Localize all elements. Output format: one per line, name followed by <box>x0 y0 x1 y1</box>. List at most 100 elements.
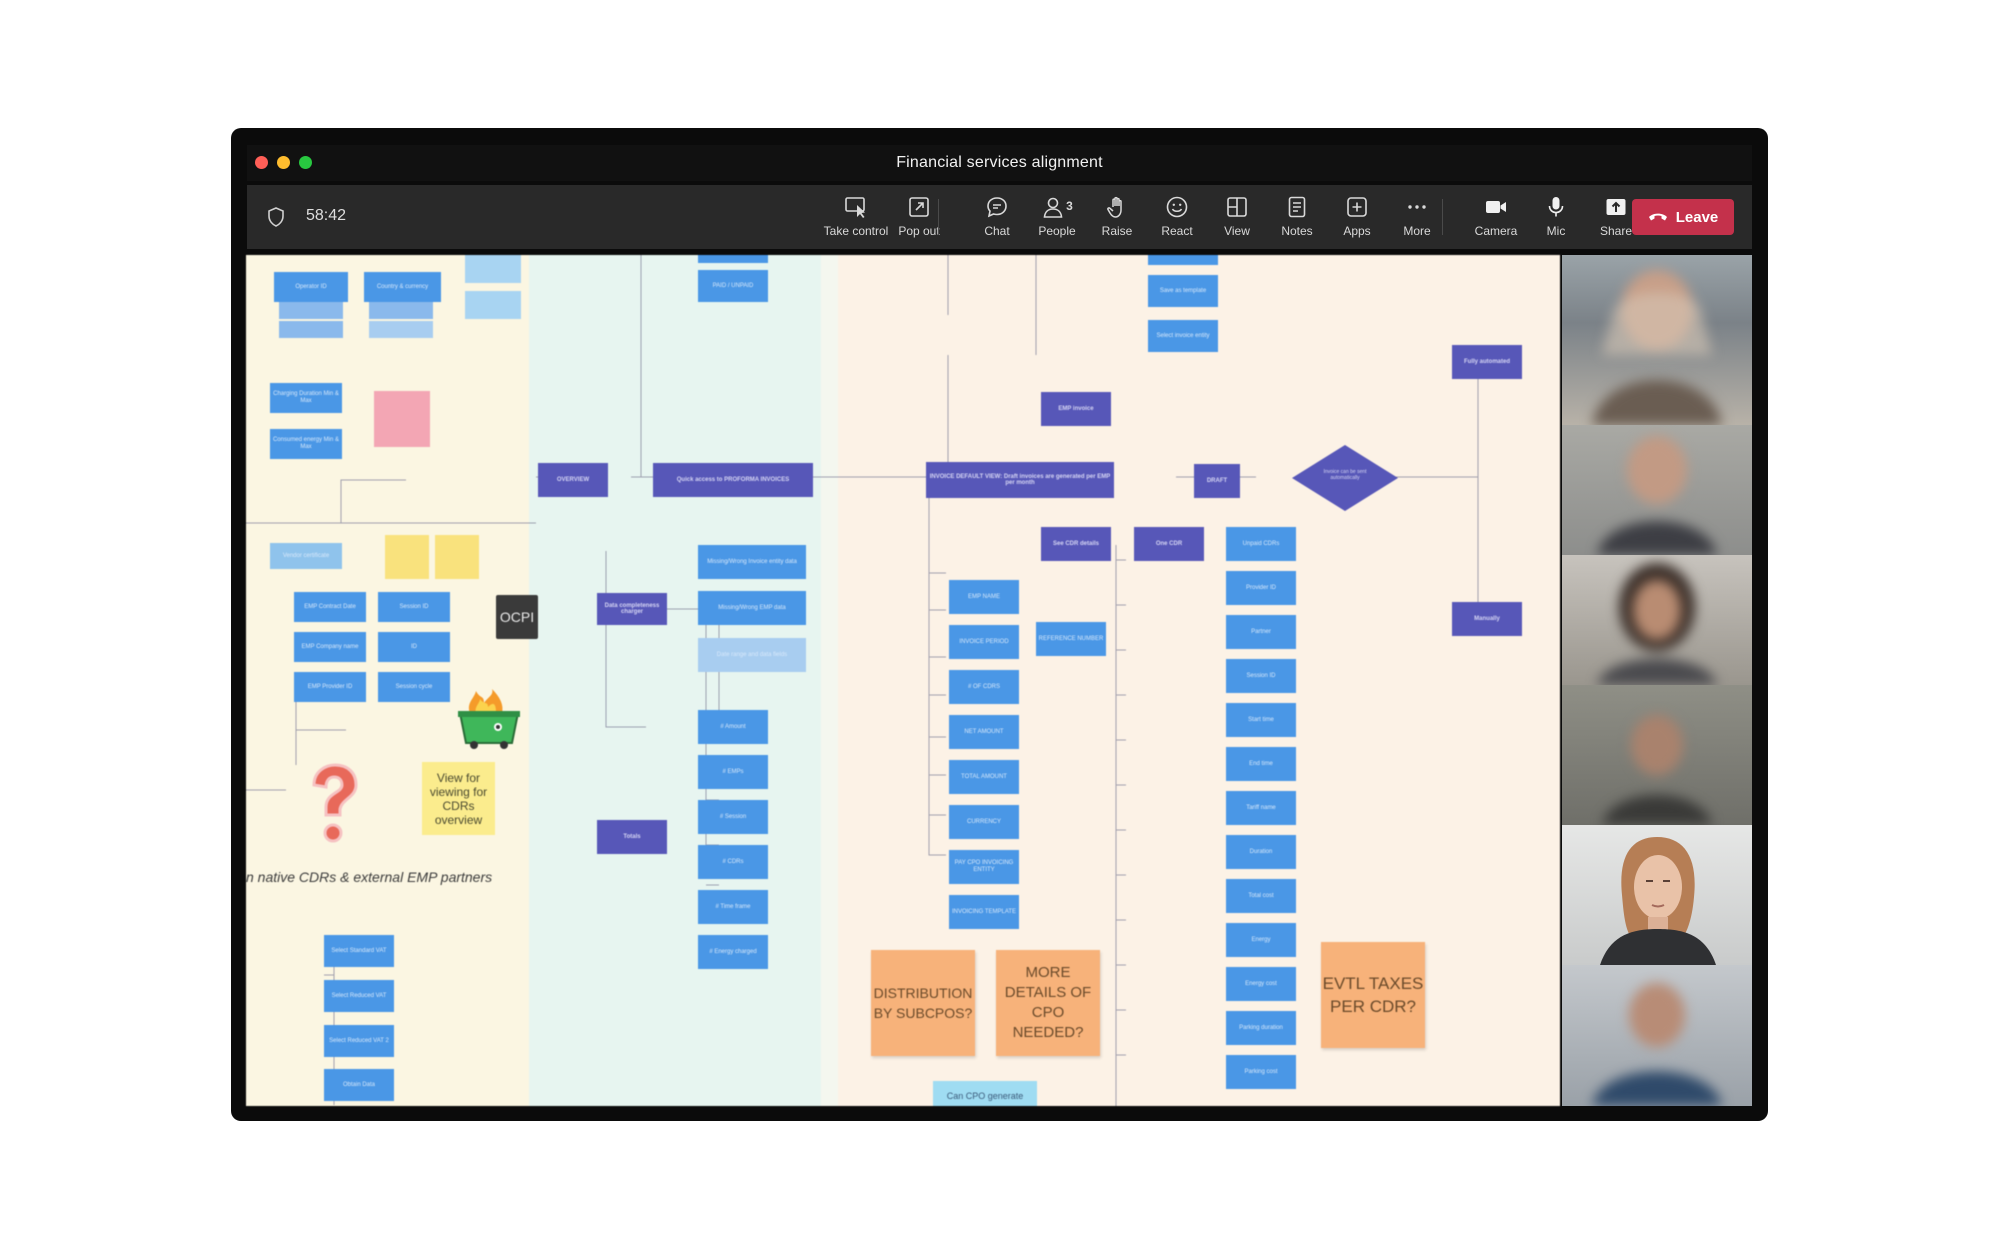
node-paid-unpaid[interactable]: PAID / UNPAID <box>698 270 768 302</box>
sticky-distribution-by-subcpos[interactable]: DISTRIBUTION BY SUBCPOS? <box>871 950 975 1056</box>
mic-button[interactable]: Mic <box>1518 195 1594 241</box>
react-button[interactable]: React <box>1139 195 1215 241</box>
participant-tile-active[interactable] <box>1562 825 1752 965</box>
node-invoice-default-view[interactable]: INVOICE DEFAULT VIEW: Draft invoices are… <box>926 462 1114 498</box>
node-manually[interactable]: Manually <box>1452 602 1522 636</box>
node-overview[interactable]: OVERVIEW <box>538 463 608 497</box>
node-cdr-field[interactable]: Total cost <box>1226 879 1296 913</box>
node-cdr-field[interactable]: Provider ID <box>1226 571 1296 605</box>
node-totals[interactable]: Totals <box>597 820 667 854</box>
node-emp-company-name[interactable]: EMP Company name <box>294 632 366 662</box>
node-select-invoice-entity[interactable]: Select invoice entity <box>1148 320 1218 352</box>
apps-button[interactable]: Apps <box>1319 195 1395 241</box>
notes-button[interactable]: Notes <box>1259 195 1335 241</box>
node-emp-invoice[interactable]: EMP invoice <box>1041 392 1111 426</box>
node-cdr-field[interactable]: Energy <box>1226 923 1296 957</box>
node-invoice-period[interactable]: INVOICE PERIOD <box>949 625 1019 659</box>
node-energy-charged[interactable]: # Energy charged <box>698 935 768 969</box>
node-total-amount[interactable]: TOTAL AMOUNT <box>949 760 1019 794</box>
node-cdr-field[interactable]: Start time <box>1226 703 1296 737</box>
node-currency[interactable]: CURRENCY <box>949 805 1019 839</box>
view-button[interactable]: View <box>1199 195 1275 241</box>
node-id[interactable]: ID <box>378 632 450 662</box>
camera-button[interactable]: Camera <box>1458 195 1534 241</box>
sticky-pink-note[interactable] <box>374 391 430 447</box>
participant-tile[interactable] <box>1562 965 1752 1106</box>
node-operator-id-sub-2[interactable] <box>279 321 343 338</box>
sticky-view-for-cdrs[interactable]: View for viewing for CDRs overview <box>422 762 495 835</box>
node-can-cpo-generate[interactable]: Can CPO generate <box>933 1081 1037 1106</box>
node-invoicing-template[interactable]: INVOICING TEMPLATE <box>949 895 1019 929</box>
minimize-window-button[interactable] <box>277 156 290 169</box>
node-cdr-field[interactable]: Partner <box>1226 615 1296 649</box>
node-fully-automated[interactable]: Fully automated <box>1452 345 1522 379</box>
node-mid-top[interactable] <box>698 255 768 263</box>
node-emp-provider-id[interactable]: EMP Provider ID <box>294 672 366 702</box>
node-decision-diamond[interactable]: Invoice can be sent automatically <box>1292 445 1398 511</box>
node-operator-id[interactable]: Operator ID <box>274 272 348 302</box>
node-draft[interactable]: DRAFT <box>1194 464 1240 498</box>
sticky-yellow-2[interactable] <box>435 535 479 579</box>
node-date-range[interactable]: Date range and data fields <box>698 638 806 672</box>
shield-icon[interactable] <box>267 207 285 227</box>
node-emps[interactable]: # EMPs <box>698 755 768 789</box>
node-save-template[interactable]: Save as template <box>1148 275 1218 307</box>
node-country-sub[interactable] <box>369 302 433 319</box>
node-num-cdrs[interactable]: # OF CDRS <box>949 670 1019 704</box>
node-reference-number[interactable]: REFERENCE NUMBER <box>1036 622 1106 656</box>
node-country-sub-2[interactable] <box>369 321 433 338</box>
participant-tile[interactable] <box>1562 685 1752 825</box>
participant-tile[interactable] <box>1562 255 1752 425</box>
node-top-right-1[interactable] <box>465 255 521 283</box>
participant-tile[interactable] <box>1562 425 1752 555</box>
node-select-reduced[interactable]: Select Reduced VAT <box>324 980 394 1012</box>
node-emp-contract-date[interactable]: EMP Contract Date <box>294 592 366 622</box>
node-cdr-field[interactable]: Parking cost <box>1226 1055 1296 1089</box>
node-consumed-energy[interactable]: Consumed energy Min & Max <box>270 429 342 459</box>
chat-button[interactable]: Chat <box>959 195 1035 241</box>
sticky-more-details-cpo[interactable]: MORE DETAILS OF CPO NEEDED? <box>996 950 1100 1056</box>
node-see-cdr-details[interactable]: See CDR details <box>1041 527 1111 561</box>
node-session-cycle[interactable]: Session cycle <box>378 672 450 702</box>
node-emp-name[interactable]: EMP NAME <box>949 580 1019 614</box>
node-charging-duration[interactable]: Charging Duration Min & Max <box>270 383 342 413</box>
node-country-currency[interactable]: Country & currency <box>364 272 441 302</box>
node-sessions[interactable]: # Session <box>698 800 768 834</box>
participant-tile[interactable] <box>1562 555 1752 685</box>
node-cdr-field[interactable]: Unpaid CDRs <box>1226 527 1296 561</box>
node-select-standard[interactable]: Select Standard VAT <box>324 935 394 967</box>
node-obtain-data[interactable]: Obtain Data <box>324 1069 394 1101</box>
take-control-button[interactable]: Take control <box>818 195 894 241</box>
node-amount[interactable]: # Amount <box>698 710 768 744</box>
node-quick-access-proforma[interactable]: Quick access to PROFORMA INVOICES <box>653 463 813 497</box>
close-window-button[interactable] <box>255 156 268 169</box>
share-button[interactable]: Share <box>1578 195 1654 241</box>
sticky-yellow-1[interactable] <box>385 535 429 579</box>
node-cdr-field[interactable]: Tariff name <box>1226 791 1296 825</box>
node-cdr-field[interactable]: Session ID <box>1226 659 1296 693</box>
node-right-top[interactable] <box>1148 255 1218 265</box>
node-vendor-certificate[interactable]: Vendor certificate <box>270 543 342 569</box>
raise-hand-button[interactable]: Raise <box>1079 195 1155 241</box>
shared-whiteboard[interactable]: Operator ID Country & currency Charging … <box>246 255 1560 1106</box>
node-cdr-field[interactable]: Duration <box>1226 835 1296 869</box>
node-cdr-field[interactable]: Parking duration <box>1226 1011 1296 1045</box>
more-button[interactable]: More <box>1379 195 1455 241</box>
node-time-frame[interactable]: # Time frame <box>698 890 768 924</box>
node-net-amount[interactable]: NET AMOUNT <box>949 715 1019 749</box>
people-button[interactable]: 3 People <box>1019 195 1095 241</box>
sticky-evtl-taxes-per-cdr[interactable]: EVTL TAXES PER CDR? <box>1321 942 1425 1048</box>
pop-out-button[interactable]: Pop out <box>881 195 957 241</box>
node-top-right-2[interactable] <box>465 291 521 319</box>
node-pay-cpo[interactable]: PAY CPO INVOICING ENTITY <box>949 850 1019 884</box>
node-select-reduced-2[interactable]: Select Reduced VAT 2 <box>324 1025 394 1057</box>
node-cdrs-count[interactable]: # CDRs <box>698 845 768 879</box>
node-data-completeness[interactable]: Data completeness charger <box>597 593 667 625</box>
node-missing-emp-data[interactable]: Missing/Wrong EMP data <box>698 591 806 625</box>
node-cdr-field[interactable]: Energy cost <box>1226 967 1296 1001</box>
node-missing-invoice-entity[interactable]: Missing/Wrong Invoice entity data <box>698 545 806 579</box>
zoom-window-button[interactable] <box>299 156 312 169</box>
leave-button[interactable]: Leave <box>1632 199 1734 235</box>
node-one-cdr[interactable]: One CDR <box>1134 527 1204 561</box>
node-operator-id-sub[interactable] <box>279 302 343 319</box>
